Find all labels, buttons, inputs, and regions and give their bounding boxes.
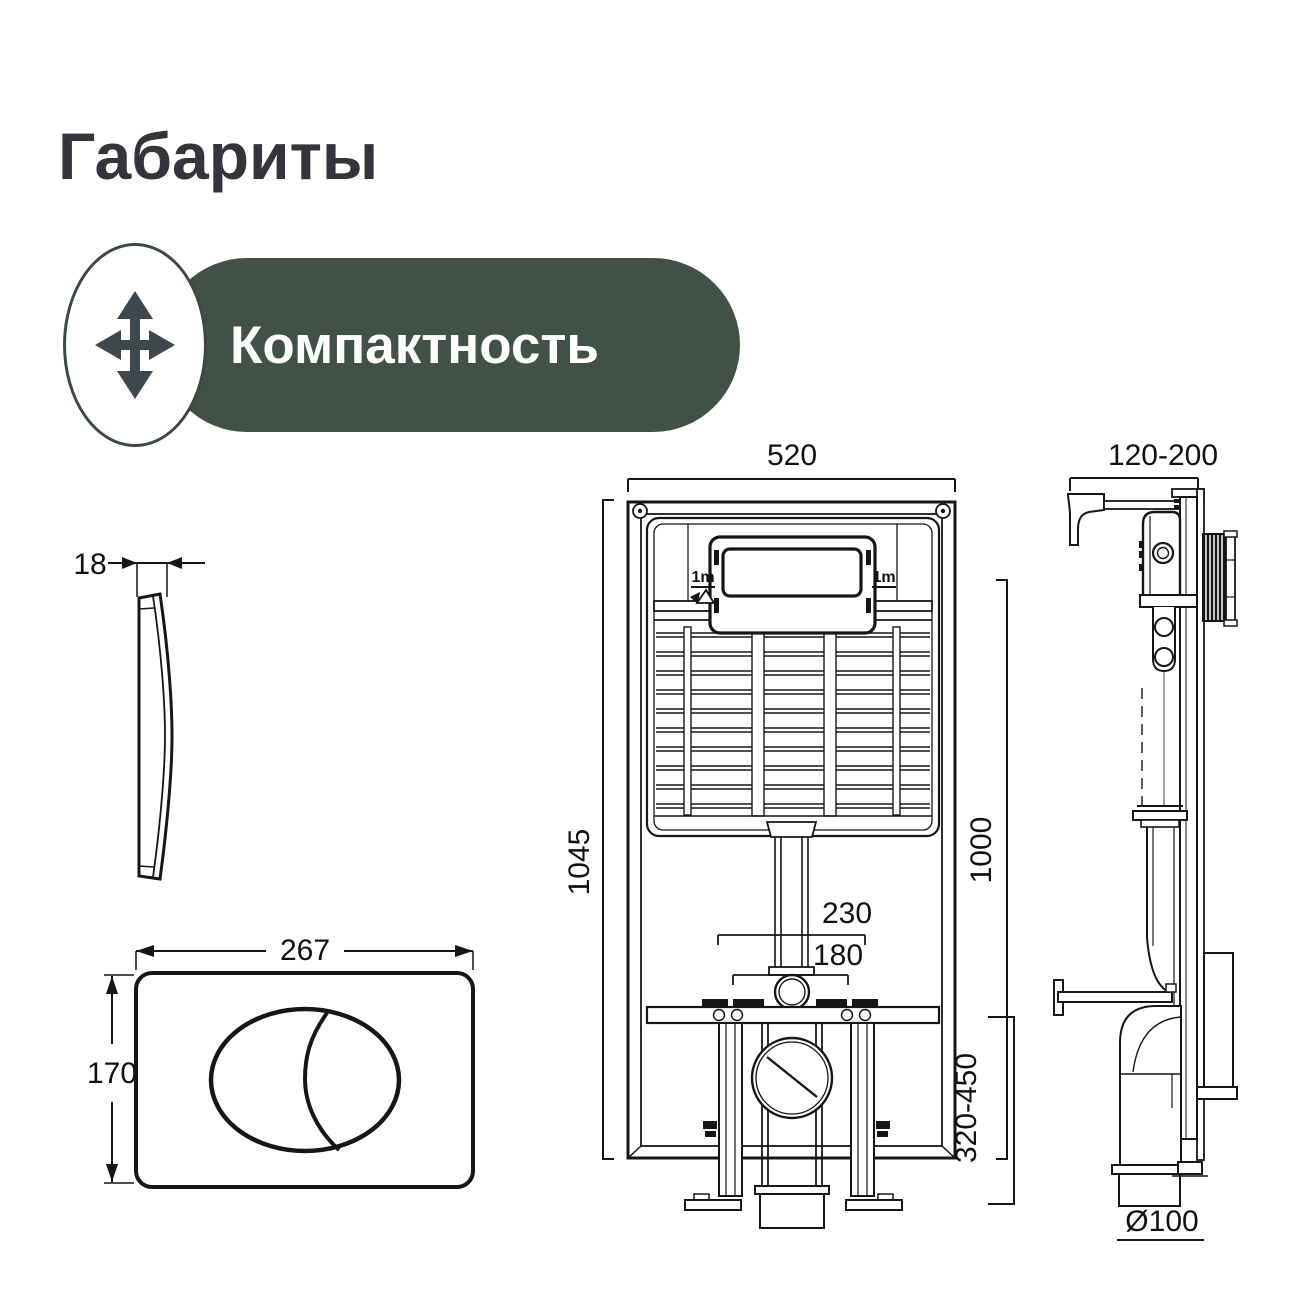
dim-frame-width: 520 [767,439,817,472]
feature-badge: Компактность [160,258,740,432]
wall-sleeve-corrugated [1202,530,1238,627]
access-panel [708,535,877,635]
hose-label-right: 1m [872,569,895,586]
dim-height-install: 1000 [965,817,998,884]
plate-side-view: 18 [73,548,205,881]
dim-plate-thickness: 18 [73,548,106,581]
flush-pipe [765,821,818,1011]
outlet-elbow [1111,1005,1187,1207]
frame-side-view: 120-200 [1053,439,1238,1241]
dim-plate-height: 170 [87,1057,137,1090]
dim-depth-range: 120-200 [1108,439,1218,472]
flush-plate-profile [137,592,174,881]
feature-badge-circle [63,243,207,447]
page-title: Габариты [58,119,379,193]
dim-outlet-diameter: Ø100 [1125,1205,1198,1238]
dim-outlet-height-range: 320-450 [950,1053,983,1163]
frame-foot [684,1199,742,1211]
support-box [1203,952,1234,1088]
hose-label-left: 1m [691,569,714,586]
dim-height-overall: 1045 [563,829,596,896]
flush-button-divider [302,1011,341,1152]
move-arrows-icon [95,291,175,399]
plate-front-view: 267 170 [87,934,475,1189]
frame-foot [845,1199,903,1211]
dim-offset-inner: 180 [813,939,863,972]
mounting-bar [645,999,941,1025]
outlet-assembly [750,1023,834,1229]
flush-pipe-side [1146,827,1181,1006]
flush-volume-marks [690,588,716,604]
feature-badge-label: Компактность [230,315,599,375]
cistern-insulation-grid [654,624,932,817]
anchor-rod [1057,991,1173,1003]
wall-bracket [1066,493,1105,546]
frame-legs [684,1022,903,1211]
dim-plate-width: 267 [280,934,330,967]
grommet-icon [1151,541,1175,565]
access-window [721,547,863,598]
dim-offset-outer: 230 [822,897,872,930]
wall-bracket-rod [1103,500,1181,510]
frame-front-view: 520 [563,439,1015,1229]
